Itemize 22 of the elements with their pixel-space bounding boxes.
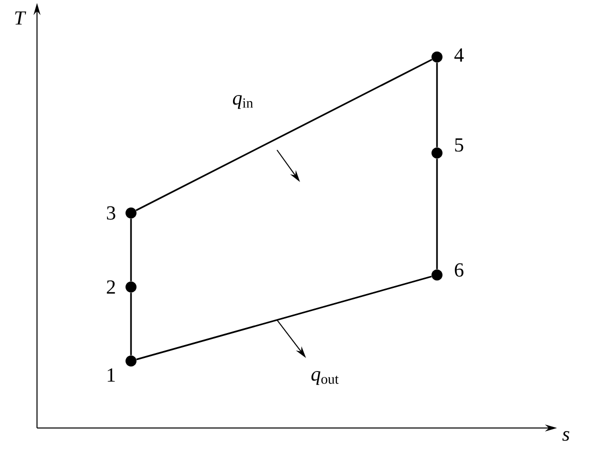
axis-label: s: [562, 431, 570, 441]
process-line: [136, 276, 432, 360]
point-label: 5: [455, 138, 464, 152]
point-marker: [126, 281, 136, 292]
heat-label: q$_{out}$: [311, 371, 339, 385]
point-marker: [126, 355, 136, 366]
axis-label: T: [15, 11, 26, 25]
point-label: 6: [454, 263, 464, 277]
point-label: 4: [454, 48, 464, 62]
point-marker: [432, 148, 442, 158]
process-line: [436, 158, 438, 270]
point-label: 2: [106, 280, 115, 294]
point-label: 3: [106, 206, 116, 220]
process-line: [136, 58, 432, 212]
point-marker: [432, 270, 442, 280]
heat-label: q$_{in}$: [232, 95, 253, 109]
process-line: [436, 62, 438, 148]
point-marker: [126, 208, 136, 218]
process-line: [130, 292, 132, 356]
process-line: [130, 218, 132, 282]
point-label: 1: [108, 368, 115, 382]
point-marker: [432, 52, 442, 62]
